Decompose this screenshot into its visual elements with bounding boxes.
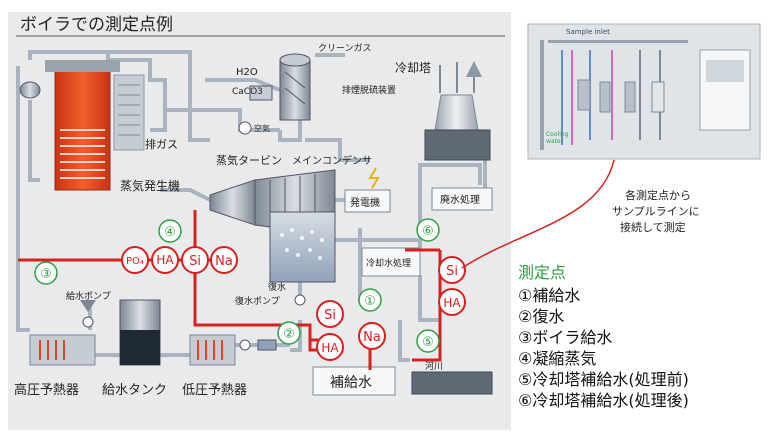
svg-text:②: ② [283, 327, 295, 342]
makeup-water-label: 補給水 [330, 375, 372, 391]
lp-heater [189, 334, 277, 366]
badge-si-6: Si [438, 256, 466, 284]
legend-title: 測定点 [518, 263, 566, 282]
svg-text:HA: HA [321, 341, 339, 355]
svg-text:④: ④ [164, 225, 176, 240]
marker-2: ② [277, 321, 301, 345]
feed-tank [119, 299, 161, 366]
river-basin [411, 371, 493, 395]
h2o-label: H2O [236, 67, 258, 78]
marker-4: ④ [158, 219, 182, 243]
svg-text:⑥: ⑥ [422, 224, 434, 239]
marker-1: ① [358, 288, 382, 312]
waste-water-box [431, 187, 493, 211]
marker-3: ③ [34, 261, 58, 285]
generator-label: 発電機 [350, 196, 380, 209]
cooling-water-label-2: water [546, 138, 564, 145]
svg-text:PO₄: PO₄ [126, 256, 144, 267]
svg-text:HA: HA [156, 253, 174, 267]
steam-generator-label: 蒸気発生機 [120, 178, 180, 193]
badge-ha-6: HA [438, 288, 466, 316]
hp-heater [29, 334, 96, 366]
legend-item-2: ②復水 [518, 307, 564, 326]
svg-text:HA: HA [443, 296, 461, 310]
sample-inlet-label: Sample inlet [566, 28, 610, 36]
note-line-1: 各測定点から [625, 188, 691, 202]
sample-panel-inset: Sample inlet Cooling water [527, 23, 761, 160]
lp-heater-label: 低圧予熱器 [182, 383, 247, 398]
svg-text:Si: Si [324, 308, 336, 323]
boiler [19, 60, 145, 191]
marker-5: ⑤ [416, 329, 440, 353]
badge-ha-1: HA [316, 333, 344, 361]
condensate-label: 復水 [268, 281, 286, 293]
legend: 測定点 ①補給水 ②復水 ③ボイラ給水 ④凝縮蒸気 ⑤冷却塔補給水(処理前) ⑥… [518, 263, 689, 410]
condensate-pump-label: 復水ポンプ [235, 295, 280, 307]
air-label: 空気 [254, 123, 270, 133]
svg-text:③: ③ [40, 267, 52, 282]
main-condenser-label: メインコンデンサ [292, 154, 372, 167]
feed-pump [80, 300, 96, 328]
svg-text:Na: Na [363, 330, 381, 345]
waste-water-label: 廃水処理 [440, 193, 480, 206]
clean-gas-label: クリーンガス [318, 43, 372, 54]
badge-si-1: Si [316, 300, 344, 328]
feed-pump-label: 給水ポンプ [66, 290, 111, 302]
desulf-label: 排煙脱硫装置 [342, 84, 396, 96]
main-condenser [269, 211, 336, 306]
note-line-2: サンプルラインに [612, 205, 700, 218]
diagram-title: ボイラでの測定点例 [20, 15, 173, 35]
legend-item-3: ③ボイラ給水 [518, 328, 612, 347]
inset-connector-line [461, 159, 615, 269]
desulfurization-unit [238, 53, 311, 135]
svg-text:Si: Si [189, 254, 201, 269]
badge-na-4: Na [210, 246, 238, 274]
river-label: 河川 [425, 360, 443, 372]
badge-si-4: Si [181, 246, 209, 274]
marker-6: ⑥ [416, 218, 440, 242]
legend-item-5: ⑤冷却塔補給水(処理前) [518, 370, 689, 389]
svg-text:①: ① [364, 294, 376, 309]
badge-ha-3: HA [151, 246, 179, 274]
cooling-water-treatment-box [361, 247, 421, 277]
badge-po4: PO₄ [121, 246, 149, 274]
svg-text:⑤: ⑤ [422, 335, 434, 350]
feed-tank-label: 給水タンク [102, 383, 167, 398]
cooling-tower [424, 62, 491, 161]
caco3-label: CaCO3 [232, 87, 263, 97]
legend-item-6: ⑥冷却塔補給水(処理後) [518, 391, 689, 410]
makeup-water-box [312, 366, 396, 396]
exhaust-gas-label: 排ガス [145, 137, 178, 151]
steam-turbine-label: 蒸気タービン [216, 153, 282, 167]
note-line-3: 接続して測定 [620, 220, 686, 234]
legend-item-4: ④凝縮蒸気 [518, 349, 596, 368]
svg-text:Si: Si [446, 264, 458, 279]
cooling-water-label-1: Cooling [546, 131, 569, 138]
legend-item-1: ①補給水 [518, 286, 580, 305]
svg-text:Na: Na [215, 254, 233, 269]
badge-na-1: Na [358, 322, 386, 350]
generator [344, 167, 391, 213]
hp-heater-label: 高圧予熱器 [14, 382, 79, 398]
cooling-tower-label: 冷却塔 [395, 61, 431, 75]
cooling-water-treatment-label: 冷却水処理 [366, 257, 411, 269]
